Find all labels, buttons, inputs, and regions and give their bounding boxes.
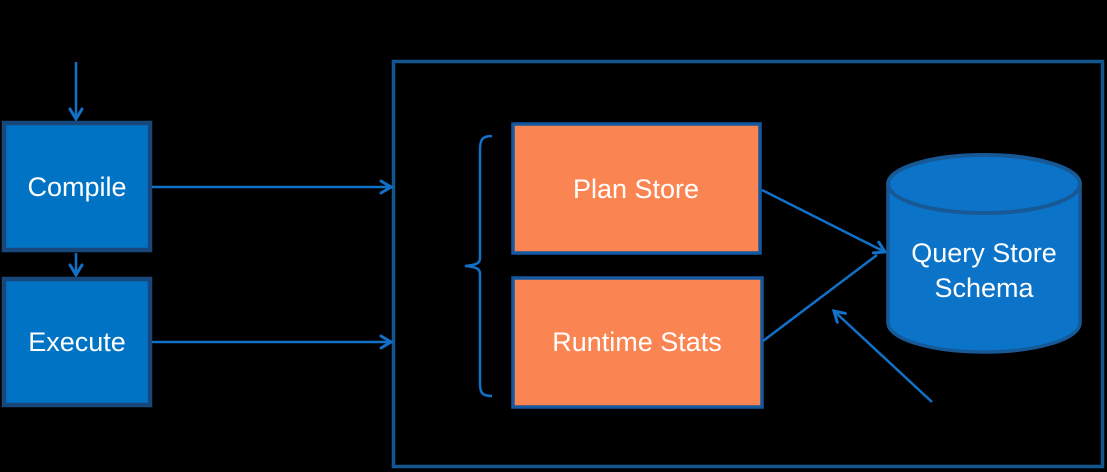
plan-store-label: Plan Store: [573, 174, 699, 204]
query-store-schema-label-line2: Schema: [934, 273, 1034, 303]
runtime-stats-box: [511, 276, 764, 409]
arrow-plan-store-to-schema: [761, 188, 885, 252]
compile-label: Compile: [27, 172, 126, 202]
grouping-brace: [464, 134, 493, 398]
execute-box: [1, 276, 153, 408]
plan-store-box: [511, 122, 762, 255]
compile-box: [1, 120, 153, 253]
arrow-external-to-schema: [834, 311, 933, 403]
runtime-stats-label: Runtime Stats: [552, 327, 722, 357]
execute-label: Execute: [28, 327, 126, 357]
query-store-boundary-box: [391, 59, 1105, 469]
query-store-schema-cylinder-body: [886, 184, 1082, 354]
query-store-schema-cylinder-top: [886, 153, 1082, 215]
query-store-schema-label-line1: Query Store: [911, 238, 1057, 268]
line-runtime-stats-to-schema: [762, 254, 878, 342]
